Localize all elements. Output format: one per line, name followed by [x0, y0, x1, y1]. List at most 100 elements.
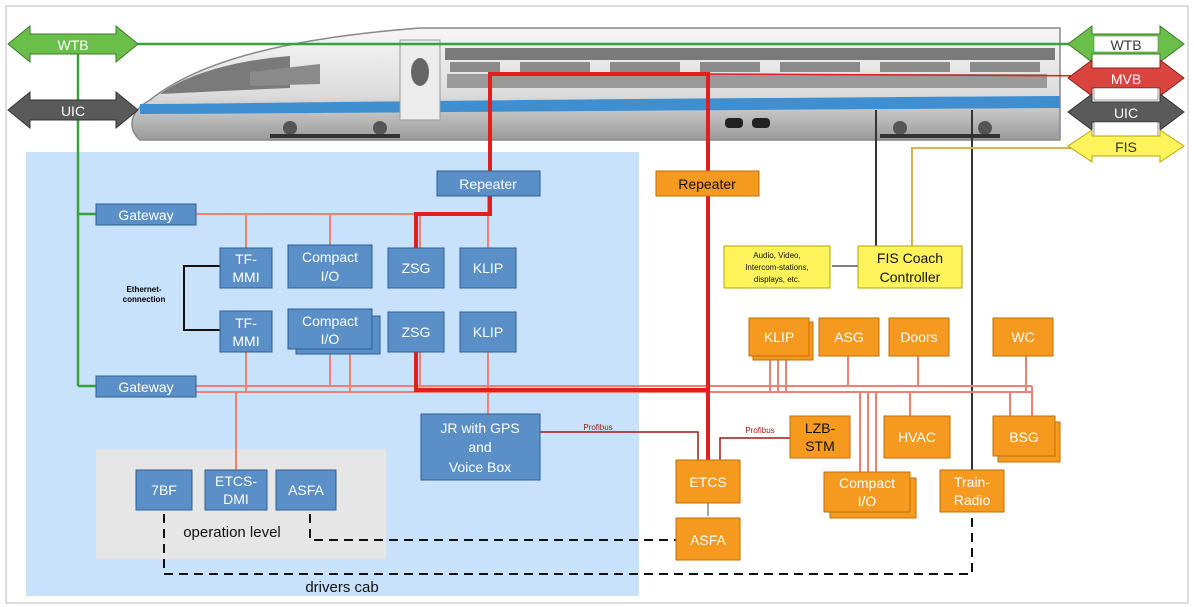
gateway-top-box: Gateway	[95, 203, 197, 226]
tf-mmi-2-box: TF- MMI	[219, 310, 273, 353]
repeater-orange-box: Repeater	[655, 170, 760, 197]
compact-io-1-box: Compact I/O	[287, 244, 373, 289]
klip-1-label: KLIP	[473, 260, 503, 276]
etcs-box: ETCS	[675, 459, 741, 504]
zbf-box: 7BF	[135, 469, 193, 511]
tf-mmi-1-box: TF- MMI	[219, 247, 273, 289]
train-radio-box: Train- Radio	[939, 469, 1005, 513]
klip-orange-label: KLIP	[764, 329, 794, 345]
ethernet-label-line2: connection	[123, 295, 166, 304]
tf-mmi-1-line1: TF-	[235, 251, 257, 267]
compact-io-2-box: Compact I/O	[287, 308, 381, 355]
etcs-dmi-box: ETCS- DMI	[204, 469, 268, 511]
repeater-blue-box: Repeater	[436, 170, 541, 197]
gateway-top-label: Gateway	[118, 207, 173, 223]
hvac-box: HVAC	[883, 415, 951, 459]
profibus-right-label: Profibus	[745, 426, 774, 435]
compact-io-1-line1: Compact	[302, 249, 358, 265]
fis-coach-line1: FIS Coach	[877, 250, 943, 266]
train-radio-line2: Radio	[954, 492, 991, 508]
zsg-1-label: ZSG	[402, 260, 431, 276]
fis-right-connector: FIS	[1067, 129, 1185, 163]
train-radio-line1: Train-	[954, 474, 990, 490]
etcs-dmi-line1: ETCS-	[215, 473, 257, 489]
uic-right-label: UIC	[1114, 105, 1138, 121]
jr-box-line1: JR with GPS	[440, 420, 519, 436]
audio-video-box: Audio, Video, Intercom-stations, display…	[723, 245, 831, 289]
compact-io-2-line2: I/O	[321, 331, 340, 347]
profibus-line-right	[719, 437, 790, 460]
etcs-label: ETCS	[689, 474, 726, 490]
lzb-stm-box: LZB- STM	[789, 415, 851, 459]
tf-mmi-2-line1: TF-	[235, 315, 257, 331]
gateway-bottom-box: Gateway	[95, 375, 197, 398]
mvb-right-connector: MVB	[1067, 59, 1185, 97]
wtb-right-label: WTB	[1110, 37, 1141, 53]
bsg-box: BSG	[992, 415, 1061, 463]
drivers-cab-label: drivers cab	[305, 579, 378, 596]
jr-box-line2: and	[468, 439, 491, 455]
operation-level-label: operation level	[183, 524, 281, 541]
zsg-2-label: ZSG	[402, 324, 431, 340]
compact-io-orange-line1: Compact	[839, 475, 895, 491]
zsg-2-box: ZSG	[387, 311, 445, 353]
compact-io-2-line1: Compact	[302, 313, 358, 329]
jr-gps-voice-box: JR with GPS and Voice Box	[420, 413, 541, 481]
asfa-orange-label: ASFA	[690, 532, 726, 548]
fis-bus-line	[911, 147, 1100, 250]
repeater-blue-label: Repeater	[459, 176, 517, 192]
tf-mmi-2-line2: MMI	[232, 333, 259, 349]
hvac-label: HVAC	[898, 429, 936, 445]
cab-dashed-lines	[163, 514, 973, 575]
etcs-dmi-line2: DMI	[223, 491, 249, 507]
asfa-orange-box: ASFA	[675, 517, 741, 561]
asg-label: ASG	[834, 329, 864, 345]
mvb-main-line	[414, 72, 710, 460]
uic-left-label: UIC	[61, 103, 85, 119]
compact-io-1-line2: I/O	[321, 268, 340, 284]
lzb-stm-line1: LZB-	[805, 420, 836, 436]
ethernet-label-line1: Ethernet-	[126, 285, 161, 294]
audio-video-line2: Intercom-stations,	[745, 263, 809, 272]
fis-right-label: FIS	[1115, 139, 1137, 155]
gateway-bottom-label: Gateway	[118, 379, 173, 395]
asfa-blue-label: ASFA	[288, 482, 324, 498]
tf-mmi-1-line2: MMI	[232, 269, 259, 285]
compact-io-orange-line2: I/O	[858, 493, 877, 509]
wc-box: WC	[992, 317, 1054, 357]
uic-right-connector: UIC	[1067, 87, 1185, 137]
zbf-label: 7BF	[151, 482, 177, 498]
wtb-right-connector: WTB	[1067, 25, 1185, 63]
wtb-left-label: WTB	[57, 37, 88, 53]
klip-1-box: KLIP	[459, 247, 517, 289]
bsg-label: BSG	[1009, 429, 1039, 445]
audio-video-line1: Audio, Video,	[753, 251, 800, 260]
profibus-line-left	[540, 431, 699, 460]
mvb-lower-line	[414, 352, 708, 392]
wc-label: WC	[1011, 329, 1034, 345]
wtb-left-connector: WTB	[7, 24, 139, 64]
uic-left-connector: UIC	[7, 90, 139, 130]
compact-io-orange-box: Compact I/O	[823, 471, 917, 519]
klip-2-label: KLIP	[473, 324, 503, 340]
asg-box: ASG	[818, 317, 880, 357]
doors-label: Doors	[900, 329, 937, 345]
doors-box: Doors	[888, 317, 950, 357]
jr-box-line3: Voice Box	[449, 459, 511, 475]
zsg-1-box: ZSG	[387, 247, 445, 289]
asfa-blue-box: ASFA	[275, 469, 337, 511]
profibus-left-label: Profibus	[583, 423, 612, 432]
klip-orange-box: KLIP	[748, 317, 814, 361]
mvb-right-label: MVB	[1111, 71, 1141, 87]
fis-coach-line2: Controller	[880, 269, 941, 285]
train-illustration	[131, 27, 1061, 141]
ethernet-connection-line	[183, 265, 222, 331]
lzb-stm-line2: STM	[805, 438, 835, 454]
repeater-orange-label: Repeater	[678, 176, 736, 192]
fis-coach-controller-box: FIS Coach Controller	[857, 245, 963, 289]
audio-video-line3: displays, etc.	[754, 275, 800, 284]
mvb-bus-line	[699, 73, 1121, 77]
klip-2-box: KLIP	[459, 311, 517, 353]
